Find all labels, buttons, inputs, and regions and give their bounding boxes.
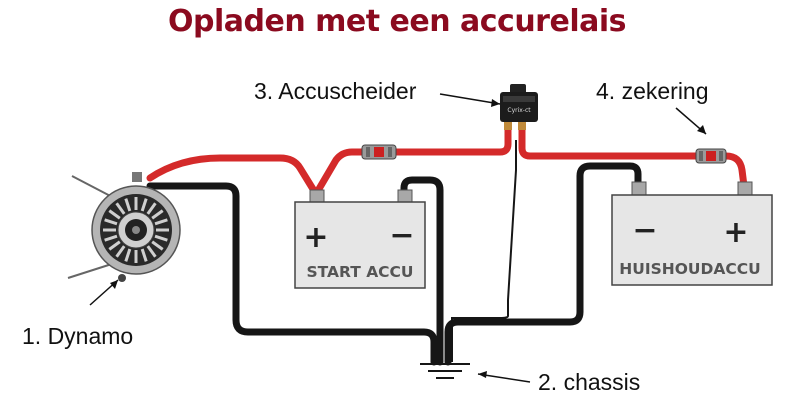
chassis-ground-symbol bbox=[420, 363, 470, 379]
start-accu-label: START ACCU bbox=[306, 263, 413, 281]
dynamo-fin bbox=[151, 240, 164, 251]
separator-label: 3. Accuscheider bbox=[254, 78, 417, 104]
dynamo-positive-wire bbox=[146, 154, 320, 198]
dynamo-label: 1. Dynamo bbox=[22, 323, 133, 349]
dynamo-fin bbox=[108, 240, 121, 251]
house-accu-plus-sign: + bbox=[723, 215, 748, 250]
page-title: Opladen met een accurelais bbox=[168, 4, 627, 39]
dynamo-fin bbox=[151, 209, 164, 220]
dynamo-fin bbox=[124, 198, 132, 212]
start-accu: + − START ACCU bbox=[294, 189, 426, 289]
dynamo-ground-wire bbox=[146, 182, 438, 366]
fuse-house bbox=[695, 148, 727, 164]
dynamo-fin bbox=[124, 248, 132, 262]
dynamo-fin bbox=[154, 234, 168, 242]
dynamo-fin bbox=[140, 248, 148, 262]
separator-ground-wire bbox=[451, 140, 517, 362]
house-accu-label: HUISHOUDACCU bbox=[619, 260, 760, 278]
dynamo-fin bbox=[104, 218, 118, 226]
start-accu-minus-terminal bbox=[397, 189, 413, 203]
dynamo-fin bbox=[140, 198, 148, 212]
separator-to-house-wire bbox=[518, 124, 748, 190]
dynamo-fin bbox=[115, 202, 126, 215]
start-accu-plus-sign: + bbox=[303, 220, 328, 255]
house-accu-ground-wire bbox=[444, 162, 642, 366]
house-accu-minus-terminal bbox=[631, 181, 647, 196]
battery-separator-device: Cyrix-ct bbox=[500, 84, 538, 130]
dynamo-fin bbox=[104, 234, 118, 242]
dynamo-fin bbox=[108, 209, 121, 220]
dynamo-fin bbox=[154, 218, 168, 226]
dynamo-fin bbox=[146, 245, 157, 258]
start-to-separator-wire bbox=[312, 124, 512, 198]
dynamo-fin bbox=[146, 202, 157, 215]
start-accu-body bbox=[294, 201, 426, 289]
fuse-start bbox=[361, 144, 397, 160]
dynamo-fin bbox=[115, 245, 126, 258]
fuse-label: 4. zekering bbox=[596, 78, 709, 104]
dynamo-illustration bbox=[67, 172, 181, 282]
positive-wires bbox=[146, 124, 748, 198]
house-accu-plus-terminal bbox=[737, 181, 753, 196]
chassis-leader-line bbox=[477, 373, 531, 383]
start-accu-minus-sign: − bbox=[389, 218, 414, 253]
separator-device-text: Cyrix-ct bbox=[507, 107, 531, 114]
house-accu-body bbox=[611, 194, 773, 286]
start-accu-plus-terminal bbox=[309, 189, 325, 203]
separator-leader-line bbox=[439, 93, 501, 105]
house-accu-minus-sign: − bbox=[632, 213, 657, 248]
house-accu: − + HUISHOUDACCU bbox=[611, 181, 773, 286]
start-accu-ground-wire bbox=[400, 176, 444, 366]
chassis-label: 2. chassis bbox=[538, 369, 640, 395]
